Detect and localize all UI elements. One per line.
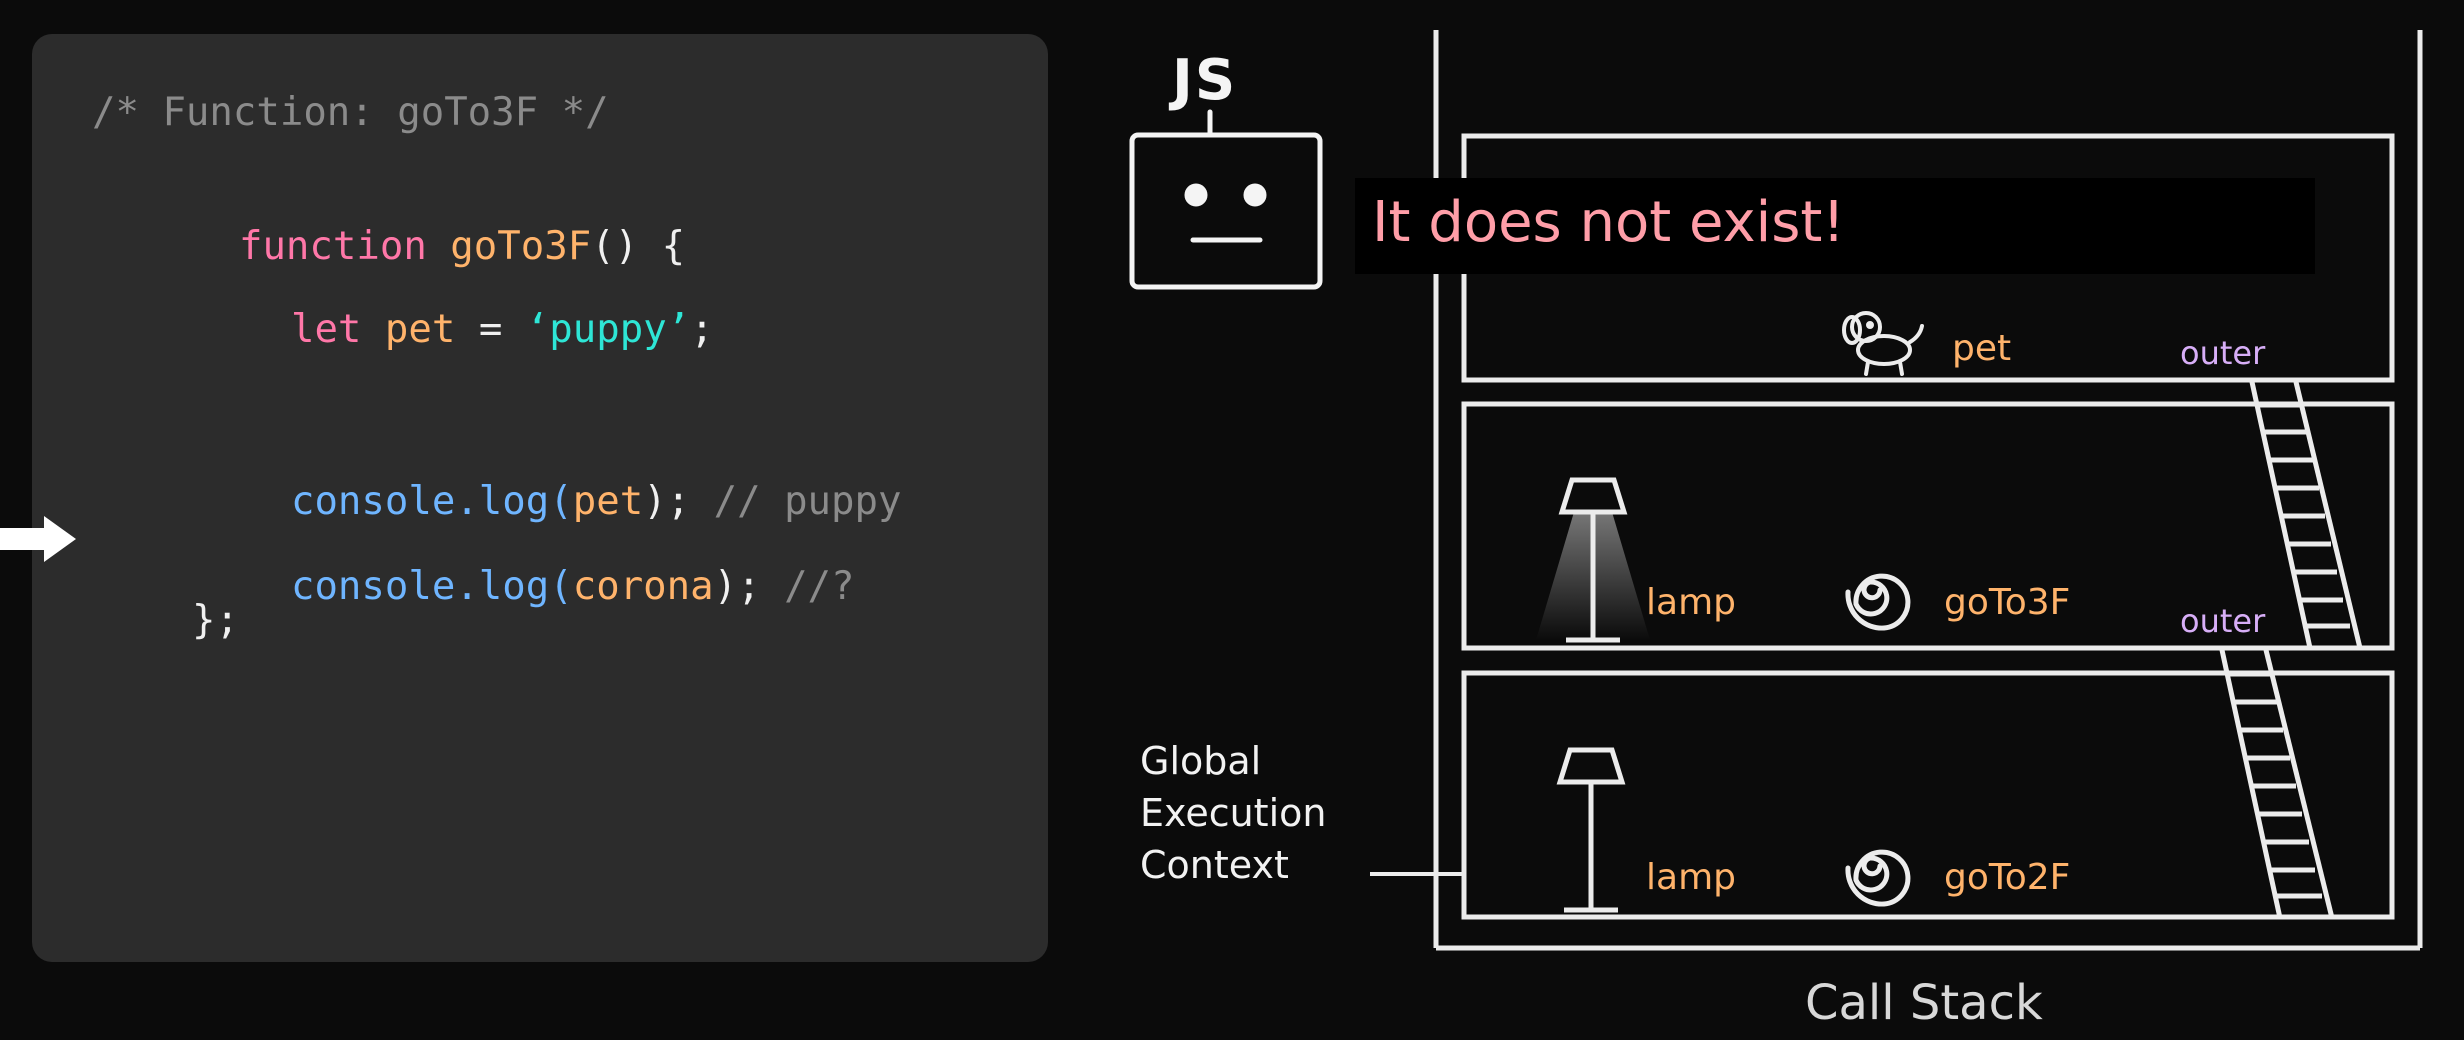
puppy-icon: [1842, 311, 1924, 376]
lamp-icon: [1556, 747, 1626, 913]
ladder-upper-icon: [2249, 381, 2363, 649]
js-robot-icon: [1129, 109, 1323, 290]
speech-text: It does not exist!: [1372, 190, 1845, 255]
call-stack-building: [1433, 30, 2423, 951]
current-line-arrow-icon: [0, 516, 76, 562]
floor2-func-label: goTo3F: [1944, 582, 2071, 623]
comment-puppy: // puppy: [713, 479, 902, 524]
gec-label: Global Execution Context: [1140, 739, 1327, 887]
ladder-lower-icon: [2219, 649, 2335, 919]
floor-2-frame: [1461, 401, 2395, 651]
floor3-outer-label: outer: [2180, 334, 2266, 372]
code-line-close: };: [192, 598, 239, 643]
code-panel: [32, 34, 1048, 962]
lamp-lit-icon: [1536, 477, 1650, 643]
spiral-icon: [1845, 849, 1911, 907]
speech-box: [1355, 178, 2315, 274]
console-log: console.log(: [290, 479, 573, 524]
string-puppy: ‘puppy’: [525, 307, 691, 352]
code-line-function: function goTo3F() {: [192, 172, 685, 272]
call-stack-label: Call Stack: [1805, 975, 2043, 1031]
floor1-func-label: goTo2F: [1944, 857, 2071, 898]
floor3-pet-label: pet: [1952, 328, 2012, 369]
floor2-outer-label: outer: [2180, 602, 2266, 640]
close-paren: );: [643, 479, 714, 524]
spiral-icon: [1845, 573, 1911, 631]
comment-question: //?: [784, 564, 855, 609]
code-line-let: let pet = ‘puppy’;: [244, 255, 714, 355]
code-line-log-corona: console.log(corona); //?: [244, 512, 855, 612]
floor2-lamp-label: lamp: [1646, 582, 1736, 623]
floor-1-frame: [1461, 670, 2395, 920]
function-signature-rest: () {: [591, 224, 686, 269]
var-pet: pet: [384, 307, 456, 352]
function-name: goTo3F: [450, 224, 592, 269]
keyword-let: let: [290, 307, 362, 352]
code-line-log-pet: console.log(pet); // puppy: [244, 427, 902, 527]
close-paren: );: [713, 564, 785, 609]
arg-pet: pet: [572, 479, 644, 524]
arg-corona: corona: [572, 564, 714, 609]
js-engine-label: JS: [1172, 48, 1238, 113]
floor1-lamp-label: lamp: [1646, 857, 1736, 898]
keyword-function: function: [238, 224, 427, 269]
code-comment: /* Function: goTo3F */: [92, 90, 609, 135]
console-log: console.log(: [290, 564, 573, 609]
semicolon: ;: [690, 307, 714, 352]
assign-op: =: [455, 307, 526, 352]
